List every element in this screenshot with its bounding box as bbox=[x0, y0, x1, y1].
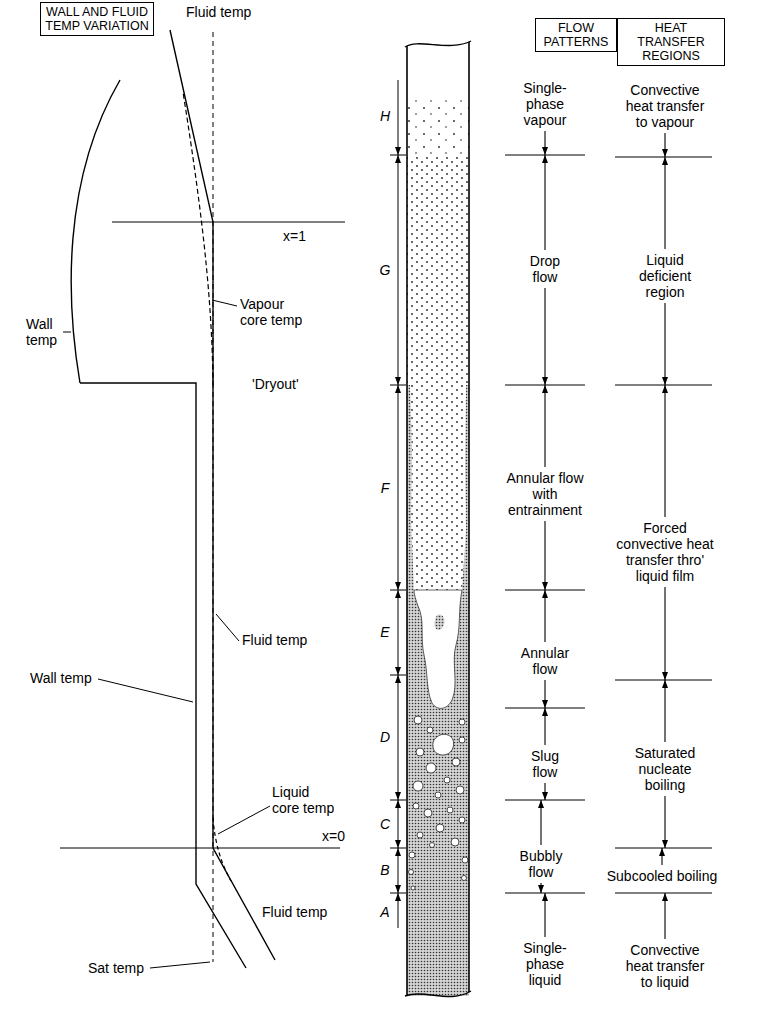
flow-pattern: Annular flow with entrainment bbox=[505, 470, 585, 518]
pointer-arrow bbox=[544, 288, 545, 385]
heat-transfer-region: Saturated nucleate boiling bbox=[629, 745, 701, 793]
pointer-arrow bbox=[544, 680, 545, 708]
section-letter: B bbox=[380, 862, 389, 878]
quality-mark: x=1 bbox=[283, 228, 306, 244]
header-box: FLOW PATTERNS bbox=[535, 18, 617, 52]
curve-label: Fluid temp bbox=[262, 904, 327, 920]
section-letter: E bbox=[380, 624, 389, 640]
curve-label: Sat temp bbox=[88, 960, 144, 976]
flow-pattern: Single-phase liquid bbox=[518, 940, 573, 988]
dryout-mark: 'Dryout' bbox=[252, 376, 299, 392]
pointer-arrow bbox=[544, 155, 545, 250]
tube-illustration bbox=[405, 41, 471, 1000]
heat-transfer-region: Liquid deficient region bbox=[630, 252, 700, 300]
pointer-arrow bbox=[664, 303, 665, 385]
header-box: WALL AND FLUID TEMP VARIATION bbox=[40, 2, 154, 36]
pointer-arrow bbox=[544, 590, 545, 642]
pointer-arrow bbox=[664, 157, 665, 249]
pointer-arrow bbox=[544, 521, 545, 590]
flow-pattern: Single-phase vapour bbox=[515, 80, 575, 128]
section-letter: C bbox=[380, 816, 390, 832]
quality-mark: x=0 bbox=[322, 828, 345, 844]
temperature-plot bbox=[60, 30, 345, 968]
pointer-arrow bbox=[540, 883, 541, 893]
heat-transfer-region: Subcooled boiling bbox=[602, 868, 722, 884]
pointer-arrow bbox=[544, 893, 545, 937]
pointer-arrow bbox=[664, 587, 665, 680]
pointer-arrow bbox=[664, 796, 665, 848]
flow-pattern: Drop flow bbox=[524, 253, 566, 285]
pointer-arrow bbox=[664, 385, 665, 517]
section-letter: G bbox=[380, 262, 391, 278]
pointer-arrow bbox=[544, 708, 545, 745]
heat-transfer-region: Forced convective heat transfer thro' li… bbox=[613, 520, 717, 584]
heat-transfer-region: Convective heat transfer to vapour bbox=[623, 82, 707, 130]
pointer-arrow bbox=[544, 385, 545, 467]
header-text: WALL AND FLUID TEMP VARIATION bbox=[44, 5, 150, 33]
curve-label: Wall temp bbox=[30, 670, 92, 686]
flow-pattern: Bubbly flow bbox=[516, 848, 566, 880]
pointer-arrow bbox=[661, 848, 662, 865]
curve-label: Wall temp bbox=[26, 316, 62, 348]
header-text: HEAT TRANSFER REGIONS bbox=[621, 21, 721, 63]
section-letter: H bbox=[380, 108, 390, 124]
curve-label: Vapour core temp bbox=[240, 296, 308, 328]
section-letter: F bbox=[381, 480, 390, 496]
axis-label: Fluid temp bbox=[186, 4, 251, 20]
flow-pattern: Annular flow bbox=[517, 645, 573, 677]
header-text: FLOW PATTERNS bbox=[539, 21, 613, 49]
heat-transfer-region: Convective heat transfer to liquid bbox=[623, 942, 707, 990]
section-letter: D bbox=[380, 729, 390, 745]
section-dimension bbox=[390, 80, 406, 928]
pointer-arrow bbox=[664, 133, 665, 157]
pointer-arrow bbox=[664, 893, 665, 939]
header-box: HEAT TRANSFER REGIONS bbox=[617, 18, 725, 66]
curve-label: Fluid temp bbox=[242, 632, 307, 648]
pointer-arrow bbox=[664, 680, 665, 742]
pointer-arrow bbox=[540, 800, 541, 845]
curve-label: Liquid core temp bbox=[272, 784, 337, 816]
pointer-arrow bbox=[544, 783, 545, 800]
flow-pattern: Slug flow bbox=[525, 748, 565, 780]
section-letter: A bbox=[380, 904, 389, 920]
pointer-arrow bbox=[544, 131, 545, 155]
